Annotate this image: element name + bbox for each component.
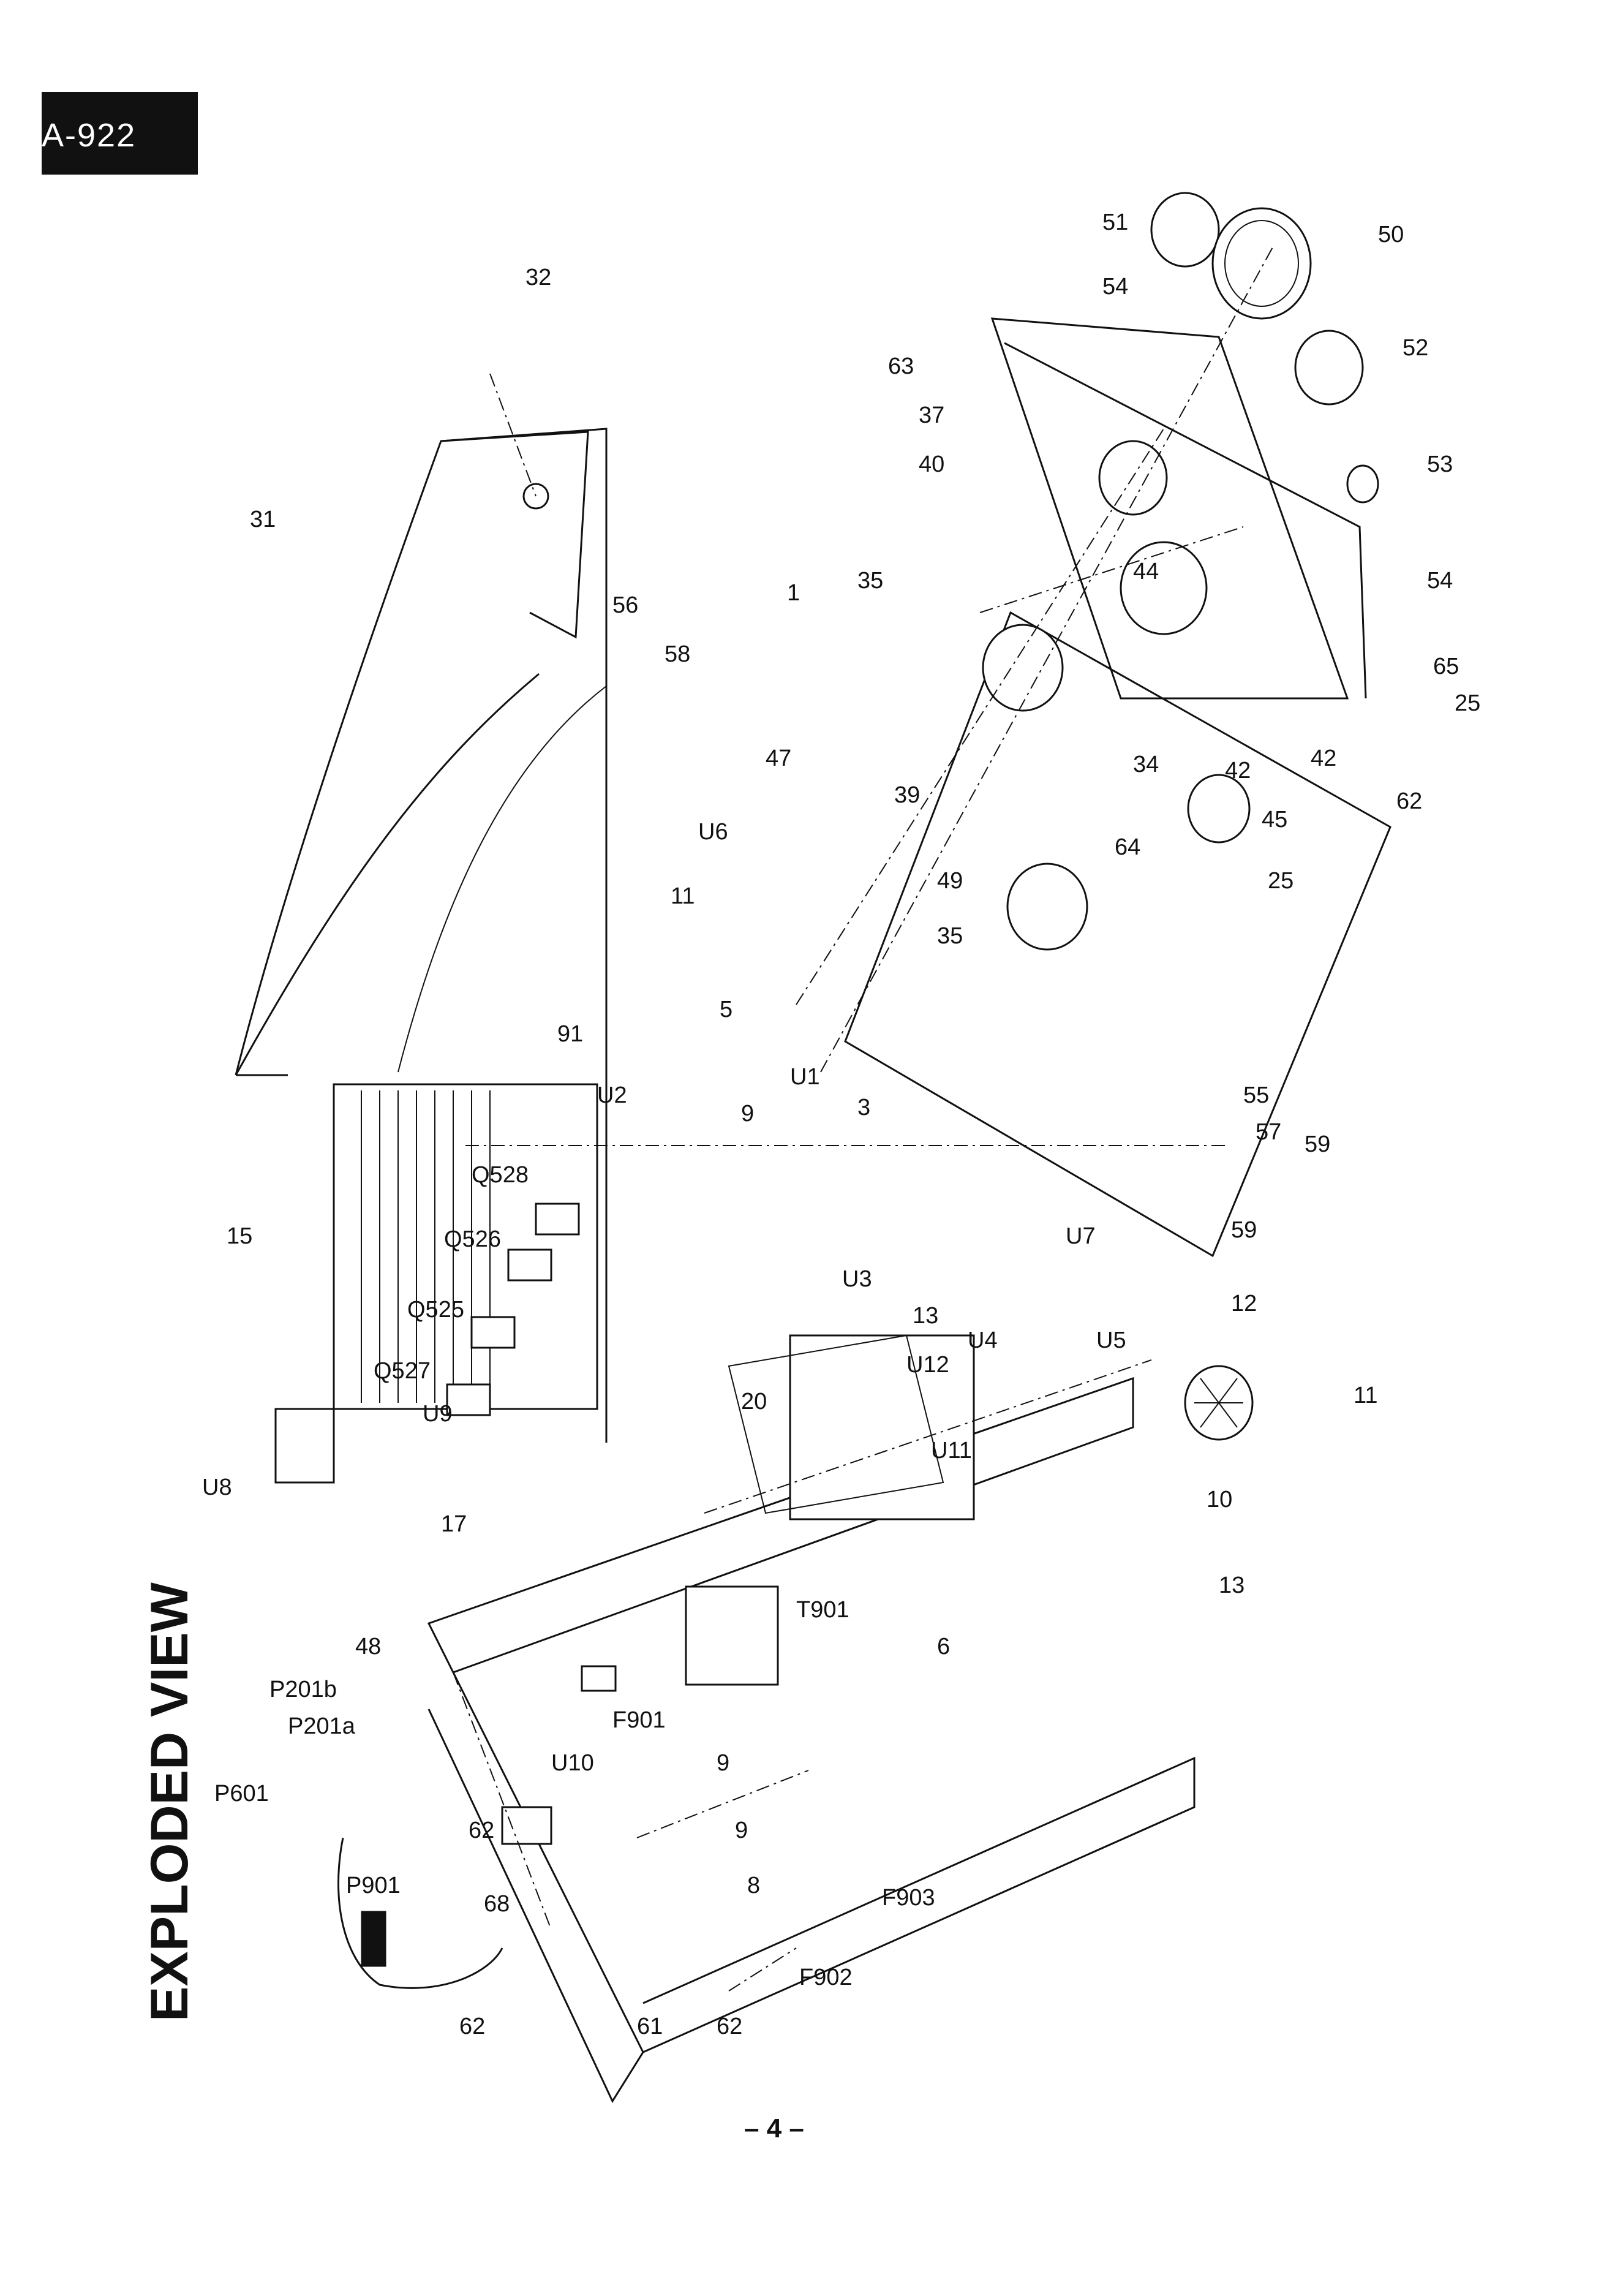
label-F902: F902 — [799, 1965, 853, 1990]
label-37: 37 — [919, 402, 944, 428]
model-label: A-922 — [42, 117, 137, 154]
label-68: 68 — [484, 1891, 510, 1917]
label-U1: U1 — [790, 1064, 820, 1090]
label-13-bottom: 13 — [1219, 1573, 1245, 1598]
label-P901: P901 — [346, 1873, 401, 1898]
label-Q527: Q527 — [374, 1358, 431, 1384]
knob-53 — [1346, 464, 1379, 504]
model-badge: A-922 — [42, 92, 198, 175]
label-39: 39 — [894, 782, 920, 808]
alignment-lines — [453, 244, 1275, 1992]
knob-52 — [1294, 330, 1364, 406]
label-53: 53 — [1427, 451, 1453, 477]
label-49: 49 — [937, 868, 963, 894]
callouts: 31 32 51 50 54 63 37 52 40 53 56 1 35 44… — [202, 210, 1480, 2039]
top-cover — [235, 428, 608, 1443]
label-50: 50 — [1378, 222, 1404, 247]
label-U7: U7 — [1066, 1223, 1096, 1249]
label-64: 64 — [1115, 834, 1140, 860]
label-5: 5 — [720, 997, 732, 1022]
label-U8: U8 — [202, 1475, 232, 1500]
label-62-top: 62 — [1396, 788, 1422, 814]
label-U10: U10 — [551, 1750, 594, 1776]
label-47: 47 — [766, 746, 791, 771]
label-Q528: Q528 — [472, 1162, 529, 1188]
label-20: 20 — [741, 1389, 767, 1414]
label-P201a: P201a — [288, 1713, 356, 1739]
front-panel — [844, 317, 1391, 1258]
label-Q525: Q525 — [407, 1297, 464, 1323]
label-55: 55 — [1243, 1082, 1269, 1108]
label-35-bottom: 35 — [937, 923, 963, 949]
label-62-bottom: 62 — [717, 2014, 742, 2039]
knob-51 — [1150, 192, 1220, 268]
label-6: 6 — [937, 1634, 950, 1660]
label-U5: U5 — [1096, 1327, 1126, 1353]
label-31: 31 — [250, 507, 276, 532]
label-U11: U11 — [931, 1438, 972, 1463]
label-U9: U9 — [423, 1401, 453, 1427]
label-8: 8 — [747, 1873, 760, 1898]
label-U3: U3 — [842, 1266, 872, 1292]
label-59-b: 59 — [1231, 1217, 1257, 1243]
label-35-top: 35 — [857, 568, 883, 594]
label-42-b: 42 — [1311, 746, 1336, 771]
label-62-bottom-left: 62 — [459, 2014, 485, 2039]
label-32: 32 — [525, 265, 551, 290]
label-P201b: P201b — [269, 1677, 337, 1702]
label-45: 45 — [1262, 807, 1287, 833]
label-F901: F901 — [612, 1707, 666, 1733]
label-U2: U2 — [597, 1082, 627, 1108]
label-25-top: 25 — [1455, 690, 1480, 716]
label-63: 63 — [888, 353, 914, 379]
label-13-top: 13 — [913, 1303, 938, 1329]
power-cord — [337, 1837, 503, 1989]
label-42-a: 42 — [1225, 758, 1251, 784]
foot-10 — [1184, 1365, 1254, 1441]
label-54-top: 54 — [1102, 274, 1128, 300]
label-34: 34 — [1133, 752, 1159, 777]
label-U6: U6 — [698, 819, 728, 845]
label-9-bottom: 9 — [735, 1818, 748, 1843]
label-61: 61 — [637, 2014, 663, 2039]
label-10: 10 — [1207, 1487, 1232, 1512]
label-9-top: 9 — [741, 1101, 754, 1127]
label-57: 57 — [1256, 1119, 1281, 1145]
label-25-bottom: 25 — [1268, 868, 1294, 894]
label-11-bottom: 11 — [1354, 1383, 1377, 1408]
label-52: 52 — [1403, 335, 1428, 361]
label-15: 15 — [227, 1223, 252, 1249]
label-65: 65 — [1433, 654, 1459, 679]
label-51: 51 — [1102, 210, 1128, 235]
label-54-bottom: 54 — [1427, 568, 1453, 594]
label-62-left: 62 — [469, 1818, 494, 1843]
label-48: 48 — [355, 1634, 381, 1660]
label-Q526: Q526 — [444, 1226, 501, 1252]
label-91: 91 — [557, 1021, 583, 1047]
label-59-a: 59 — [1305, 1131, 1330, 1157]
chassis — [427, 1334, 1196, 2104]
heat-sink — [274, 1083, 598, 1484]
label-56: 56 — [612, 592, 638, 618]
label-P601: P601 — [214, 1781, 269, 1807]
transistors — [446, 1203, 580, 1416]
label-U12: U12 — [906, 1352, 949, 1378]
label-11-top: 11 — [671, 883, 695, 909]
label-T901: T901 — [796, 1597, 849, 1623]
label-12: 12 — [1231, 1291, 1257, 1316]
label-17: 17 — [441, 1511, 467, 1537]
label-F903: F903 — [882, 1885, 935, 1911]
label-40: 40 — [919, 451, 944, 477]
label-44: 44 — [1133, 559, 1159, 584]
label-3: 3 — [857, 1095, 870, 1120]
label-58: 58 — [665, 641, 690, 667]
label-9-mid: 9 — [717, 1750, 729, 1776]
page-number: – 4 – — [744, 2113, 804, 2143]
label-U4: U4 — [968, 1327, 998, 1353]
label-1: 1 — [787, 580, 800, 606]
knob-50 — [1211, 207, 1312, 320]
